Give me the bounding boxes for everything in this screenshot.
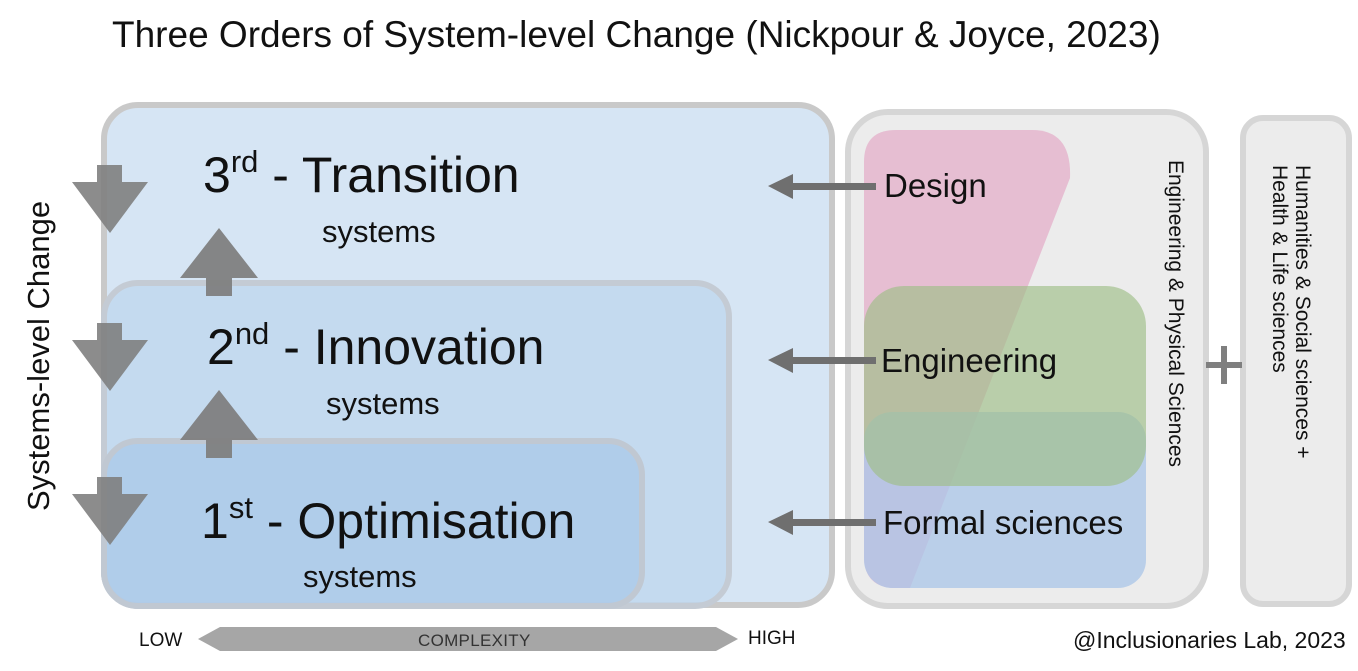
- up-arrow-icon: [180, 228, 258, 296]
- y-axis-label: Systems-level Change: [21, 200, 56, 511]
- down-arrows: [72, 165, 148, 545]
- credit-text: @Inclusionaries Lab, 2023: [1073, 627, 1346, 653]
- other-group-label: Humanities & Social sciences + Health & …: [1268, 165, 1314, 459]
- down-arrow-icon: [72, 477, 148, 545]
- engineering-shape: [864, 286, 1146, 486]
- plus-icon: [1206, 346, 1242, 384]
- other-group-line-1: Humanities & Social sciences +: [1291, 165, 1314, 459]
- engineering-label: Engineering: [881, 342, 1058, 379]
- field-shapes: [864, 130, 1146, 588]
- axis-low-label: LOW: [139, 630, 183, 651]
- down-arrow-icon: [72, 323, 148, 391]
- axis-complexity-label: COMPLEXITY: [418, 631, 531, 650]
- level-2-title: 2nd - Innovation: [207, 316, 545, 375]
- humanities-box: [1240, 115, 1352, 607]
- level-1-title: 1st - Optimisation: [201, 490, 576, 549]
- complexity-arrow-icon: [198, 627, 738, 651]
- diagram-title: Three Orders of System-level Change (Nic…: [112, 14, 1161, 55]
- group-label: Engineering & Physical Sciences: [1164, 160, 1187, 468]
- level-2-subtitle: systems: [326, 386, 440, 421]
- level-3-subtitle: systems: [322, 214, 436, 249]
- field-arrows: [768, 174, 876, 535]
- level-3-title: 3rd - Transition: [203, 144, 520, 203]
- other-group-line-2: Health & Life sciences: [1267, 165, 1291, 373]
- formal-sciences-label: Formal sciences: [883, 504, 1124, 541]
- down-arrow-icon: [72, 165, 148, 233]
- systems-boxes: [101, 102, 835, 609]
- level-1-subtitle: systems: [303, 559, 417, 594]
- left-arrow-icon: [768, 510, 876, 535]
- left-arrow-icon: [768, 174, 876, 199]
- design-label: Design: [884, 167, 987, 204]
- left-arrow-icon: [768, 348, 876, 373]
- up-arrow-icon: [180, 390, 258, 458]
- axis-high-label: HIGH: [748, 628, 796, 649]
- up-arrows: [180, 228, 258, 458]
